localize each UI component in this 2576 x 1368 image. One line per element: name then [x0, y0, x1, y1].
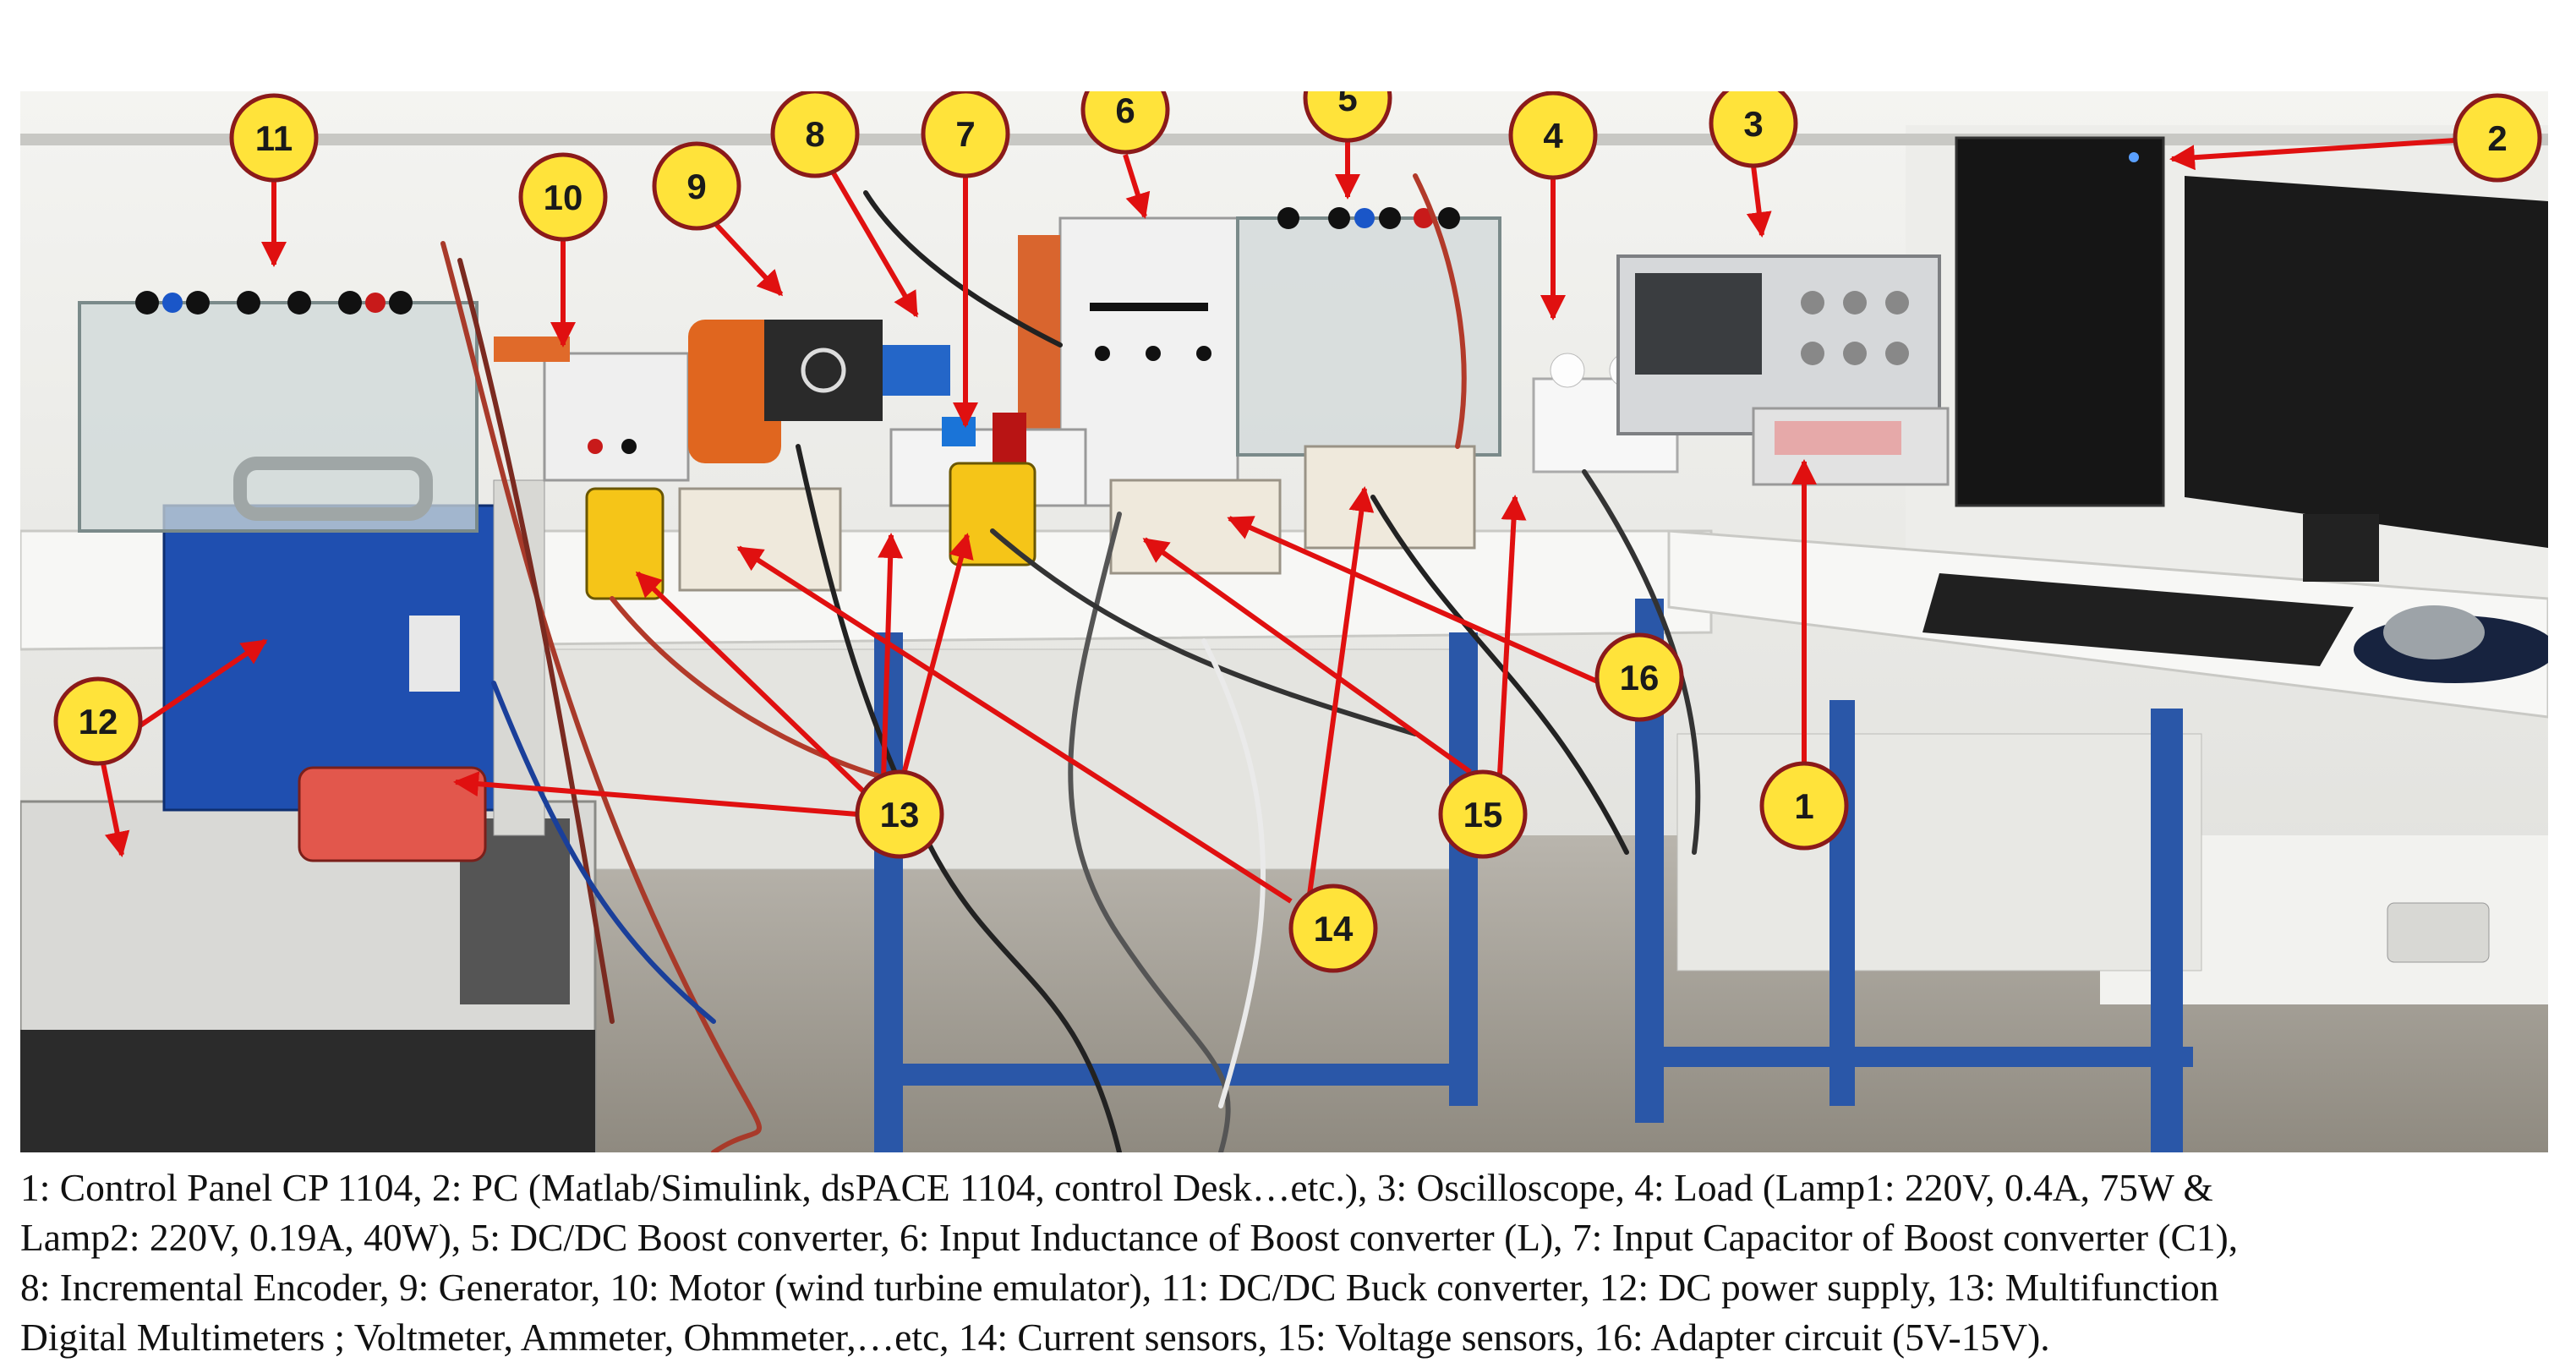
- svg-text:6: 6: [1115, 91, 1135, 130]
- svg-text:7: 7: [955, 114, 975, 154]
- callout-13: 13: [855, 769, 944, 859]
- callout-4: 4: [1508, 91, 1598, 180]
- boost-converter-case: [1236, 216, 1501, 457]
- svg-text:12: 12: [79, 702, 118, 741]
- caption-line-2: Lamp2: 220V, 0.19A, 40W), 5: DC/DC Boost…: [20, 1216, 2239, 1259]
- voltage-sensor-board: [1304, 445, 1476, 550]
- callout-7: 7: [921, 91, 1010, 178]
- svg-text:5: 5: [1337, 91, 1357, 118]
- figure-caption: 1: Control Panel CP 1104, 2: PC (Matlab/…: [20, 1163, 2548, 1362]
- pc-tower: [1955, 136, 2165, 507]
- cable-trunking: [20, 134, 2548, 145]
- caption-line-3: 8: Incremental Encoder, 9: Generator, 10…: [20, 1266, 2219, 1309]
- motor-panel: [543, 352, 690, 482]
- svg-text:16: 16: [1620, 658, 1660, 698]
- lab-photo-illustration: 1 2 3 4 5 6 7 8 9 10 11 12 13 14 15 16: [20, 91, 2548, 1152]
- oscilloscope-screen: [1635, 273, 1762, 375]
- keyboard: [1922, 573, 2354, 666]
- callout-15: 15: [1438, 769, 1528, 859]
- svg-text:15: 15: [1463, 795, 1503, 834]
- svg-text:11: 11: [255, 118, 293, 158]
- multimeter-yellow-1: [585, 487, 665, 600]
- callout-12: 12: [53, 676, 143, 766]
- caption-line-1: 1: Control Panel CP 1104, 2: PC (Matlab/…: [20, 1166, 2213, 1209]
- callout-circles: 1 2 3 4 5 6 7 8 9 10 11 12 13 14 15 16: [53, 91, 2542, 973]
- lab-setup-photo: 1 2 3 4 5 6 7 8 9 10 11 12 13 14 15 16: [20, 91, 2548, 1152]
- callout-14: 14: [1288, 884, 1378, 973]
- boost-terminals: [1277, 207, 1460, 229]
- svg-text:1: 1: [1794, 786, 1813, 826]
- power-socket: [2387, 902, 2490, 963]
- callout-6: 6: [1080, 91, 1170, 155]
- callout-11: 11: [229, 93, 319, 183]
- callout-16: 16: [1594, 632, 1684, 722]
- current-sensor-board: [678, 487, 842, 592]
- desk-drawer-panel: [527, 648, 1458, 870]
- callout-8: 8: [770, 91, 860, 178]
- callout-arrows: [100, 138, 2456, 904]
- dc-power-supply-front: [20, 1030, 595, 1152]
- svg-text:2: 2: [2487, 118, 2507, 158]
- multimeter-red: [298, 766, 487, 862]
- adapter-board: [1109, 479, 1282, 575]
- callout-10: 10: [518, 152, 608, 242]
- generator-body: [688, 320, 781, 463]
- svg-text:9: 9: [686, 167, 706, 206]
- desk-side-panel: [1676, 733, 2202, 971]
- generator-block: [764, 320, 883, 421]
- oscilloscope-knobs: [1801, 291, 1909, 365]
- buck-terminals: [135, 291, 413, 315]
- desk-frame: [874, 599, 2193, 1152]
- svg-text:10: 10: [544, 178, 583, 217]
- svg-text:13: 13: [880, 795, 920, 834]
- callout-9: 9: [652, 141, 741, 231]
- callout-5: 5: [1303, 91, 1392, 143]
- mouse: [2383, 605, 2485, 659]
- monitor: [2185, 176, 2548, 548]
- incremental-encoder: [883, 345, 950, 396]
- control-panel-face: [1775, 421, 1901, 455]
- svg-text:4: 4: [1543, 116, 1563, 156]
- caption-line-4: Digital Multimeters ; Voltmeter, Ammeter…: [20, 1316, 2050, 1359]
- svg-text:14: 14: [1314, 909, 1354, 949]
- callout-2: 2: [2453, 93, 2542, 183]
- blue-box-label: [409, 616, 460, 692]
- buck-converter-case: [78, 301, 479, 533]
- svg-text:3: 3: [1743, 104, 1763, 144]
- callout-3: 3: [1709, 91, 1798, 168]
- svg-text:8: 8: [805, 114, 824, 154]
- callout-1: 1: [1759, 761, 1849, 851]
- motor-top: [494, 337, 570, 362]
